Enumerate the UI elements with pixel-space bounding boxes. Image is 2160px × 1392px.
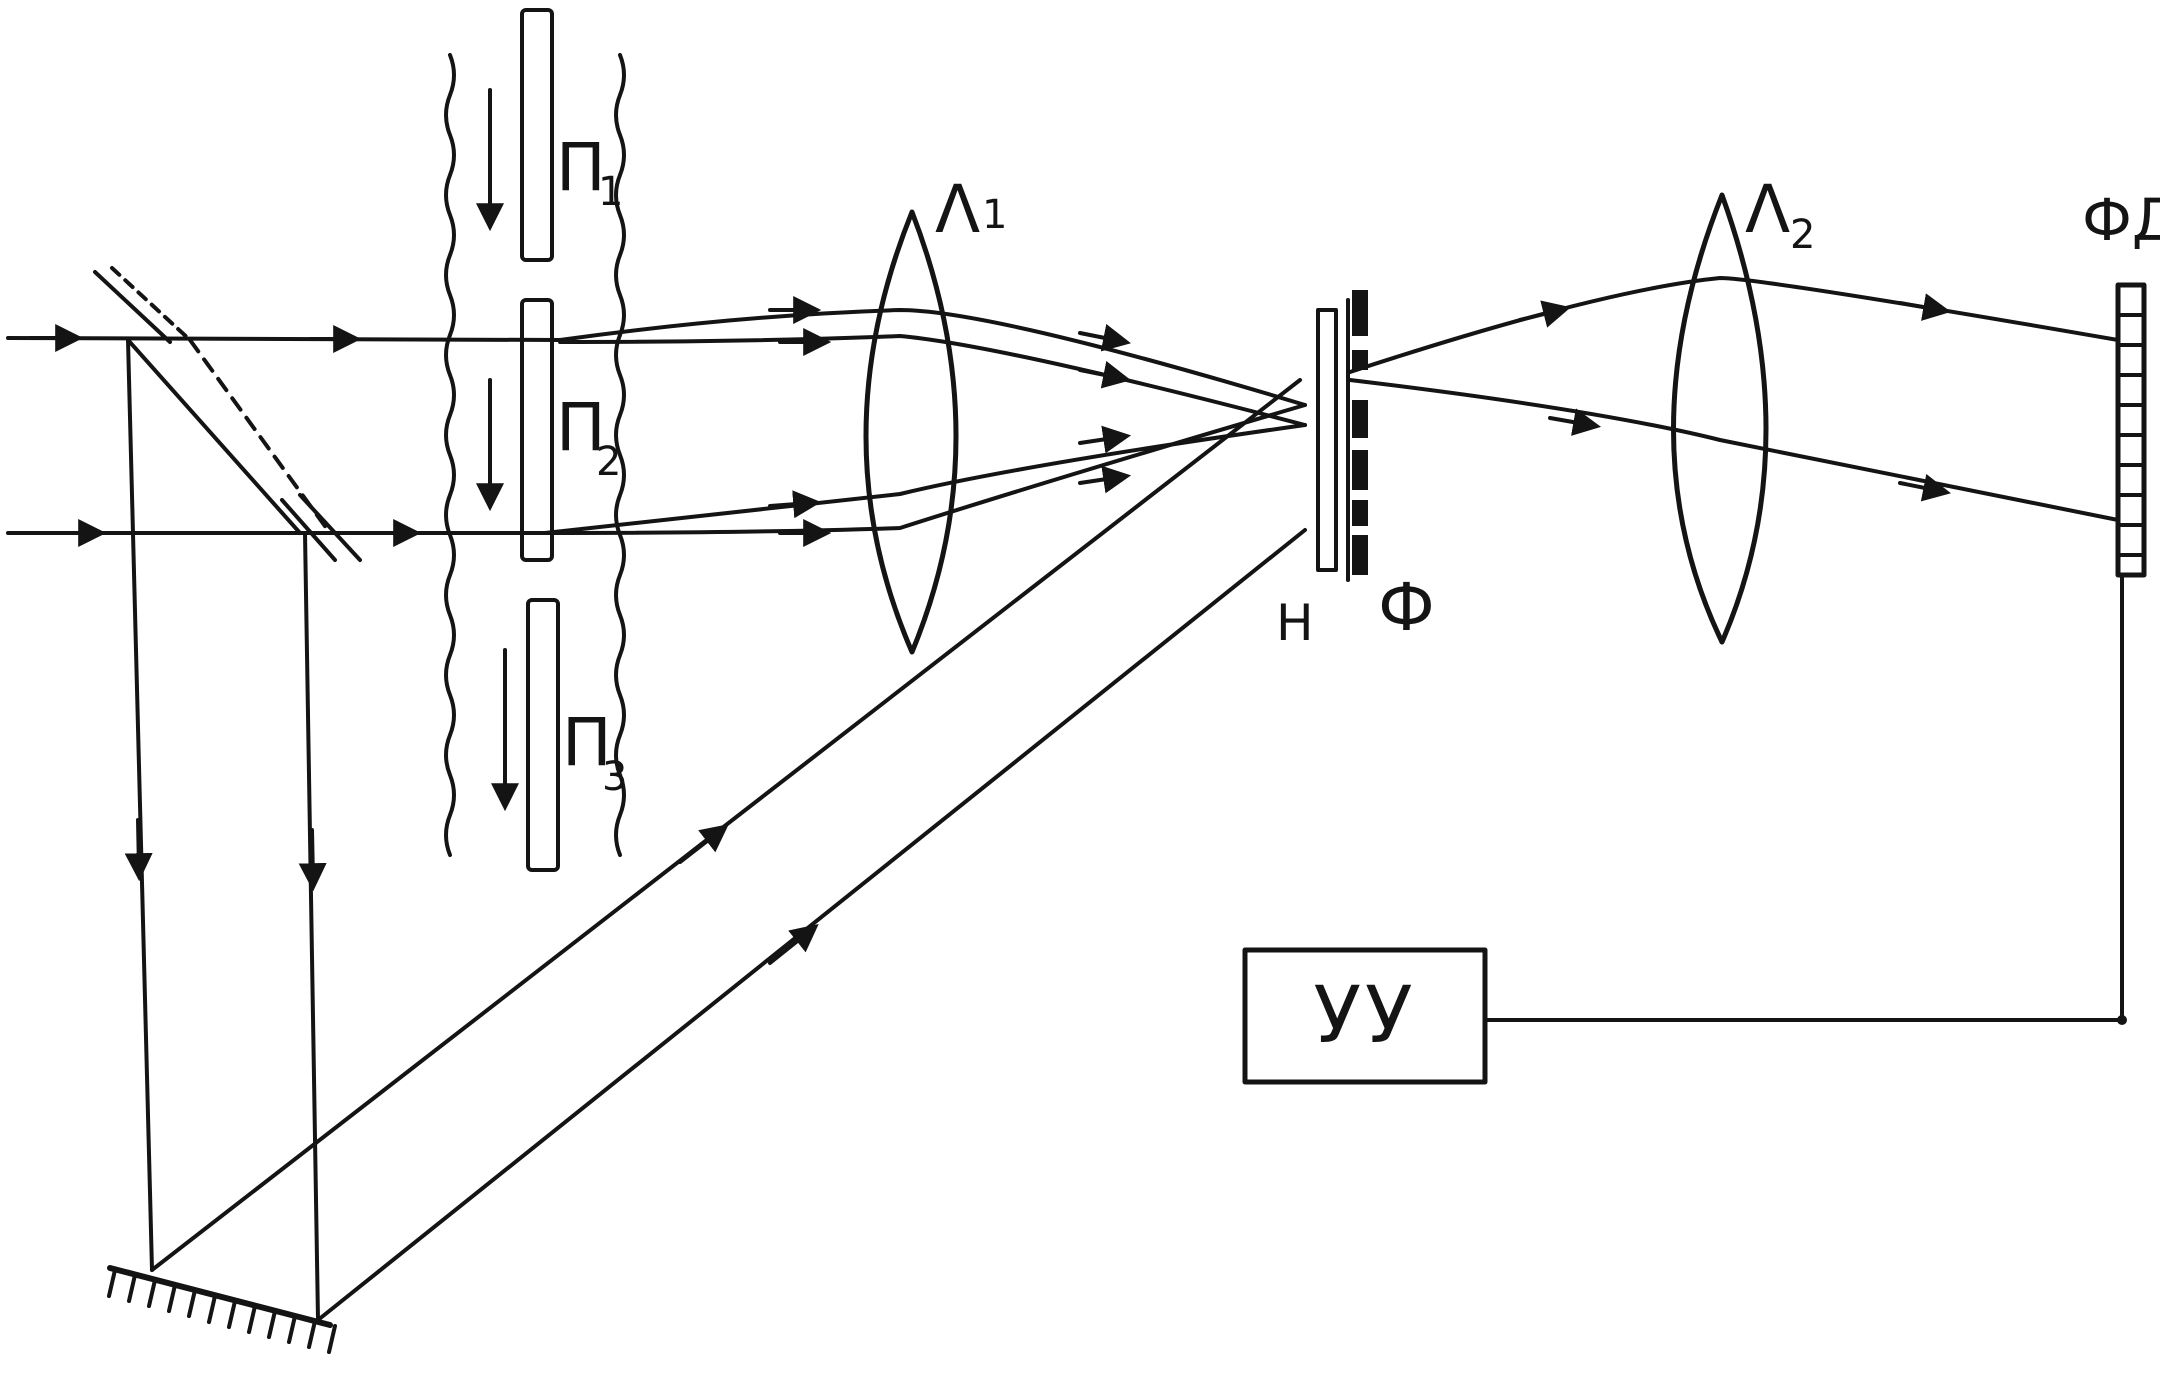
mirror — [107, 1265, 337, 1354]
wire-junction — [2117, 1015, 2127, 1025]
mirror-surface — [107, 1265, 333, 1328]
beam-arrow — [1548, 408, 1602, 436]
beam-upper-b — [558, 334, 1307, 427]
photodetector-array — [2115, 282, 2147, 578]
beam-splitter-upper — [93, 270, 172, 344]
plate-3-label: П — [562, 704, 612, 781]
lens-1 — [863, 209, 959, 655]
hologram-and-filter — [1316, 290, 1368, 582]
plate-1 — [520, 8, 554, 262]
wavy-guide-right — [614, 53, 626, 857]
vertical-beam-left — [126, 338, 154, 1272]
beam-arrow — [1898, 473, 1951, 502]
plate-1-label-index: 1 — [598, 169, 623, 215]
beam-splitter-lower-dashed — [298, 493, 362, 562]
splitter-connection-line — [126, 338, 302, 535]
lens-1-label: Λ — [935, 171, 980, 248]
beam-arrow — [1078, 425, 1132, 454]
lens-2-label-index: 2 — [1790, 212, 1815, 258]
plate-2-label: П — [556, 389, 606, 466]
beam-splitter-lower — [280, 498, 337, 562]
plate-1-label: П — [556, 129, 606, 206]
plate-2 — [520, 298, 554, 562]
lens-2 — [1671, 192, 1769, 645]
beam-splitters — [93, 266, 362, 562]
beam-arrow — [1898, 293, 1952, 321]
beam-arrow — [1518, 300, 1571, 328]
lens-1-label-index: 1 — [982, 192, 1007, 238]
photodetector-cells — [2116, 313, 2146, 557]
beam-arrow — [124, 818, 153, 882]
reflected-beam-lower — [316, 528, 1307, 1322]
control-unit-group — [1242, 573, 2127, 1085]
output-beams — [1348, 276, 2120, 522]
output-beam-upper — [1348, 276, 2120, 374]
object-beams — [543, 296, 1307, 547]
beam-arrow — [768, 490, 822, 519]
upper-input-beam — [6, 336, 562, 342]
mirror-hatching — [107, 1268, 337, 1354]
beam-arrow — [1078, 360, 1131, 389]
wavy-guide-left — [444, 53, 456, 857]
output-beam-lower — [1348, 378, 2120, 522]
control-unit-label: УУ — [1313, 971, 1416, 1061]
beam-arrow — [1078, 465, 1132, 494]
beam-arrow — [768, 924, 819, 965]
photodetector-label: ФД — [2082, 186, 2160, 254]
beam-upper-a — [558, 308, 1307, 407]
beam-splitter-upper-dashed — [110, 266, 192, 342]
reflected-beams — [150, 378, 1307, 1322]
plate-3 — [526, 598, 560, 872]
photodetector-body — [2115, 282, 2147, 578]
beam-arrow — [678, 824, 729, 864]
lens-2-label: Λ — [1745, 171, 1790, 248]
reference-beams — [124, 338, 327, 1322]
beam-arrow — [298, 828, 327, 892]
beam-lower-a — [543, 423, 1307, 535]
vertical-beam-right — [303, 531, 320, 1322]
hologram — [1316, 308, 1338, 572]
hologram-label: Н — [1276, 594, 1314, 652]
beam-lower-b — [543, 403, 1307, 535]
input-beams — [6, 324, 562, 547]
moving-plates — [444, 8, 626, 872]
filter-cells — [1352, 290, 1368, 575]
filter-label: Ф — [1378, 569, 1435, 646]
plate-3-label-index: 3 — [602, 754, 627, 800]
control-unit-box — [1242, 947, 1488, 1085]
plate-2-label-index: 2 — [596, 439, 621, 485]
beam-arrow — [1078, 323, 1131, 352]
